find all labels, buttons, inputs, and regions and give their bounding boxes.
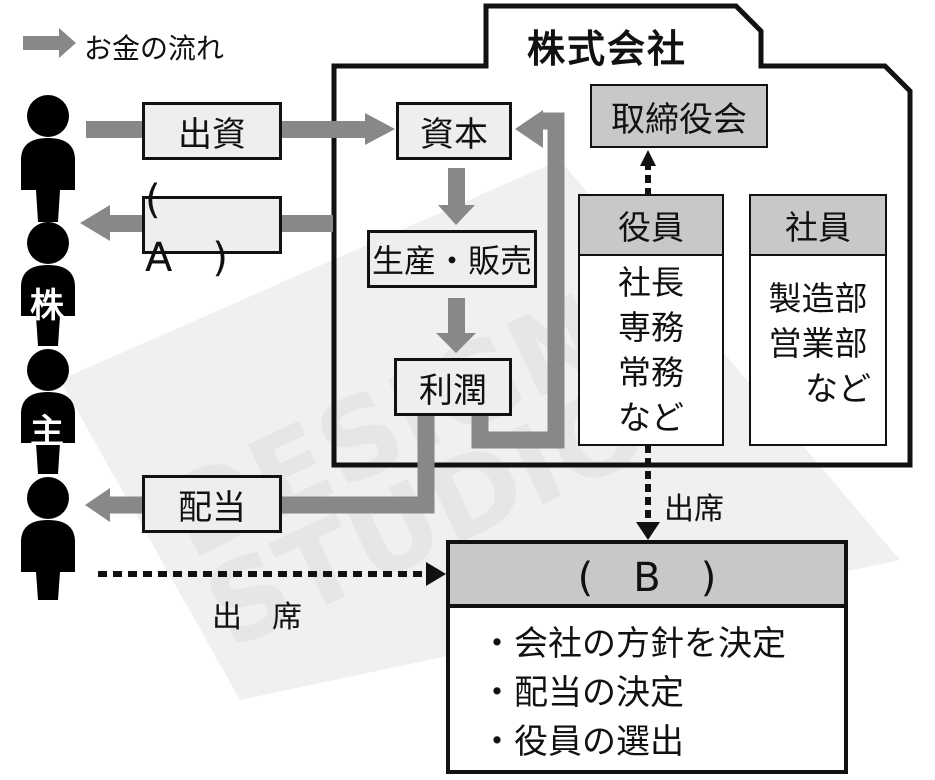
profit-label: 利潤 (419, 370, 487, 411)
officers-box: 役員 社長 専務 常務 など (578, 194, 724, 446)
dividend-label: 配当 (178, 487, 246, 528)
officers-list: 社長 専務 常務 など (580, 256, 722, 440)
attendance-shareholders-label: 出 席 (212, 600, 302, 635)
company-title: 株式会社 (527, 27, 688, 71)
officer-item: 社長 (618, 263, 684, 302)
legend-arrow-icon (23, 28, 76, 58)
employees-box: 社員 製造部 営業部 など (749, 194, 887, 446)
meeting-items: ・会社の方針を決定 ・配当の決定 ・役員の選出 (450, 608, 844, 767)
production-to-profit-arrow (436, 298, 476, 353)
company-outline (331, 3, 913, 468)
officer-item: 常務 (618, 353, 684, 392)
person-icon (21, 477, 75, 600)
officers-to-board-arrow (640, 150, 656, 196)
employee-item: 営業部 (768, 324, 868, 363)
capital-to-production-arrow (438, 168, 475, 225)
meeting-item: ・役員の選出 (480, 722, 684, 762)
meeting-item: ・配当の決定 (480, 673, 684, 713)
shareholders-to-meeting-arrow (98, 562, 446, 586)
officer-item: 専務 (618, 308, 684, 347)
person-icon (21, 95, 75, 222)
meeting-box: ( B ) ・会社の方針を決定 ・配当の決定 ・役員の選出 (446, 540, 848, 774)
employees-list: 製造部 営業部 など (751, 256, 885, 411)
capital-label: 資本 (420, 114, 488, 155)
investment-label: 出資 (178, 114, 246, 155)
officers-to-meeting-arrow (636, 445, 660, 540)
attendance-officers-label: 出席 (664, 492, 724, 527)
officers-title: 役員 (580, 196, 722, 256)
meeting-item: ・会社の方針を決定 (480, 624, 786, 664)
shareholder-figures (21, 95, 75, 600)
blank-a-label: ( A ) (145, 177, 228, 281)
legend-label: お金の流れ (84, 32, 225, 65)
employees-title: 社員 (751, 196, 885, 256)
production-sales-label: 生産・販売 (371, 242, 532, 280)
blank-a-box: ( A ) (142, 177, 282, 281)
investment-box: 出資 (142, 102, 282, 160)
shareholder-char-2: 主 (30, 412, 64, 452)
meeting-title: ( B ) (450, 544, 844, 608)
employee-item: など (805, 369, 871, 408)
shareholder-char-1: 株 (30, 286, 64, 326)
person-icon (21, 222, 75, 346)
board-box: 取締役会 (590, 84, 768, 148)
dividend-box: 配当 (142, 475, 282, 533)
officer-item: など (618, 398, 684, 437)
profit-box: 利潤 (394, 358, 512, 416)
production-sales-box: 生産・販売 (367, 230, 537, 288)
board-label: 取締役会 (611, 99, 747, 140)
employee-item: 製造部 (768, 279, 868, 318)
capital-box: 資本 (396, 102, 512, 160)
reinvest-arrow (471, 110, 565, 449)
person-icon (21, 349, 75, 474)
